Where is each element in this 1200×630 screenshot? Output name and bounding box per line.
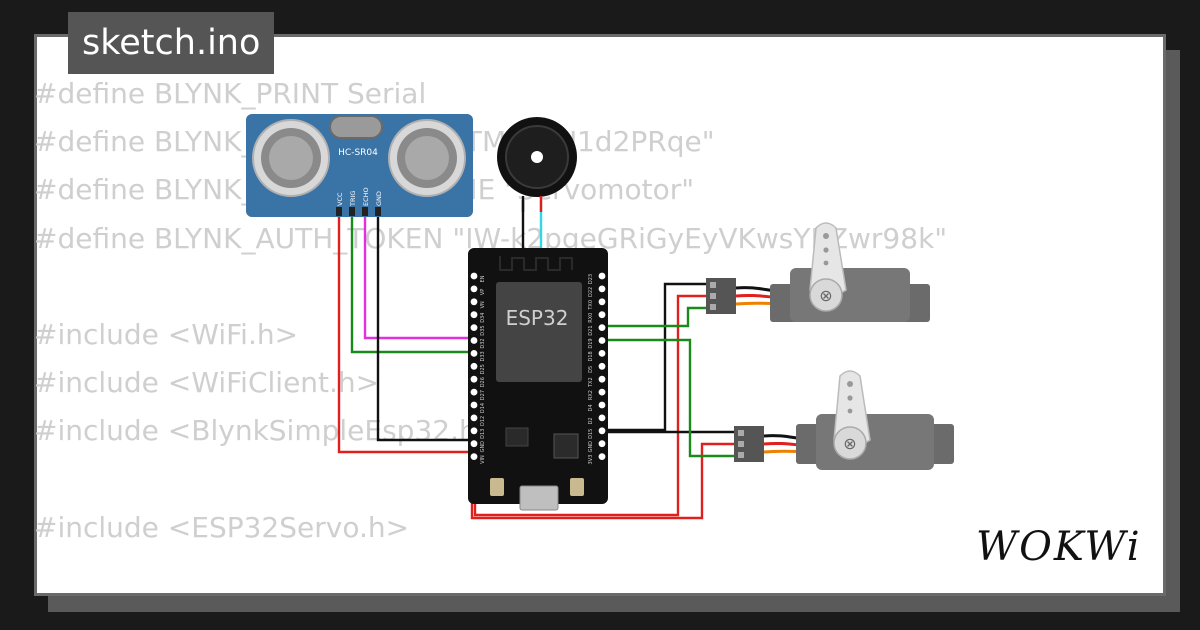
header-pin[interactable]: [598, 414, 606, 422]
wire-servo2-gnd[interactable]: [600, 430, 734, 442]
header-pin[interactable]: [470, 427, 478, 435]
pin-label: D4: [588, 404, 594, 411]
wire-sensor-echo[interactable]: [363, 212, 472, 340]
header-pin[interactable]: [598, 362, 606, 370]
wokwi-logo: WOKWi: [976, 524, 1142, 570]
header-pin[interactable]: [470, 337, 478, 344]
servo-motor-2[interactable]: ⊗: [734, 370, 954, 470]
pin-label: RX2: [588, 390, 594, 400]
pin-label: D18: [588, 351, 594, 361]
pin-label: D2: [588, 417, 594, 424]
sensor-pin-label: VCC: [336, 192, 344, 206]
header-pin[interactable]: [470, 362, 478, 370]
pin-label: D25: [480, 364, 486, 374]
header-pin[interactable]: [470, 311, 478, 319]
board-chip-label: ESP32: [506, 306, 569, 330]
boot-button[interactable]: [490, 478, 504, 496]
header-pin[interactable]: [470, 324, 478, 331]
wire-servo1-gnd[interactable]: [602, 282, 706, 432]
pin-label: D5: [588, 366, 594, 373]
header-pin[interactable]: [470, 285, 478, 293]
file-tab[interactable]: sketch.ino: [68, 12, 275, 74]
wire-sensor-vcc[interactable]: [337, 212, 472, 454]
pin-label: VIN: [480, 455, 486, 464]
pin-label: D26: [480, 377, 486, 387]
wire-servo1-vcc[interactable]: [473, 294, 706, 517]
pin-label: EN: [480, 275, 486, 282]
wire-servo1-signal[interactable]: [602, 306, 706, 328]
pin-label: 3V3: [588, 455, 594, 465]
sensor-pin-label: TRIG: [349, 191, 357, 207]
header-pin[interactable]: [470, 440, 478, 448]
transducer-left-icon: [252, 119, 330, 197]
code-line: #include <WiFi.h>: [34, 317, 299, 351]
header-pin[interactable]: [598, 350, 606, 357]
pin-label: GND: [588, 441, 594, 453]
header-pin[interactable]: [470, 388, 478, 396]
header-pin[interactable]: [598, 440, 606, 448]
pin-label: D19: [588, 338, 594, 348]
header-pin[interactable]: [470, 350, 478, 357]
header-pin[interactable]: [470, 272, 478, 280]
wire-sensor-trig[interactable]: [350, 212, 472, 354]
pin-label: D32: [480, 338, 486, 348]
header-pin[interactable]: [598, 311, 606, 319]
esp32-board[interactable]: ESP32 ENVPVND34D35D32D33D25D26D27D14D12D…: [468, 248, 608, 511]
ultrasonic-sensor[interactable]: HC-SR04 VCC TRIG ECHO GND: [246, 114, 473, 217]
sensor-model-label: HC-SR04: [338, 148, 378, 158]
wire-servo2-vcc[interactable]: [470, 442, 734, 520]
header-pin[interactable]: [470, 453, 478, 460]
usb-port: [519, 485, 559, 511]
header-pin[interactable]: [598, 453, 606, 460]
pin-label: TX2: [588, 377, 594, 388]
header-pin[interactable]: [598, 388, 606, 396]
header-pin[interactable]: [598, 324, 606, 331]
pin-label: D15: [588, 429, 594, 439]
pin-label: D33: [480, 351, 486, 361]
header-pin[interactable]: [470, 414, 478, 422]
code-line: #include <WiFiClient.h>: [34, 366, 380, 400]
wire-sensor-gnd[interactable]: [376, 212, 472, 442]
pin-label: D21: [588, 325, 594, 335]
pin-label: D23: [588, 274, 594, 284]
header-pin[interactable]: [598, 298, 606, 306]
sensor-pin-label: ECHO: [362, 187, 370, 206]
header-pin[interactable]: [598, 401, 606, 409]
pin-label: TX0: [588, 300, 594, 311]
sensor-pin-label: GND: [375, 191, 383, 206]
wire-servo2-signal[interactable]: [602, 338, 734, 458]
header-pin[interactable]: [598, 375, 606, 383]
servo-shaft-icon: ⊗: [843, 434, 856, 453]
code-line: #define BLYNK_PRINT Serial: [34, 77, 427, 110]
code-line: #include <BlynkSimpleEsp32.h>: [34, 414, 501, 448]
code-preview: #define BLYNK_PRINT Serial#define BLYNK_…: [34, 70, 947, 552]
pin-label: D12: [480, 416, 486, 426]
header-pin[interactable]: [598, 337, 606, 344]
pin-label: D22: [588, 287, 594, 297]
pin-label: D13: [480, 429, 486, 439]
pin-label: D34: [480, 313, 486, 323]
header-pin[interactable]: [598, 427, 606, 435]
header-pin[interactable]: [598, 272, 606, 280]
buzzer[interactable]: [497, 117, 577, 212]
en-button[interactable]: [570, 478, 584, 496]
code-line: #include <ESP32Servo.h>: [34, 510, 410, 544]
pin-label: D14: [480, 403, 486, 413]
servo-shaft-icon: ⊗: [819, 286, 832, 305]
transducer-right-icon: [388, 119, 466, 197]
header-pin[interactable]: [470, 401, 478, 409]
pin-label: GND: [480, 441, 486, 453]
header-pin[interactable]: [598, 285, 606, 293]
header-pin[interactable]: [470, 375, 478, 383]
pin-label: VN: [480, 301, 486, 308]
pin-label: D27: [480, 390, 486, 400]
servo-motor-1[interactable]: ⊗: [706, 222, 930, 322]
pin-label: D35: [480, 325, 486, 335]
pin-label: VP: [480, 289, 486, 295]
header-pin[interactable]: [470, 298, 478, 306]
pin-label: RX0: [588, 313, 594, 323]
